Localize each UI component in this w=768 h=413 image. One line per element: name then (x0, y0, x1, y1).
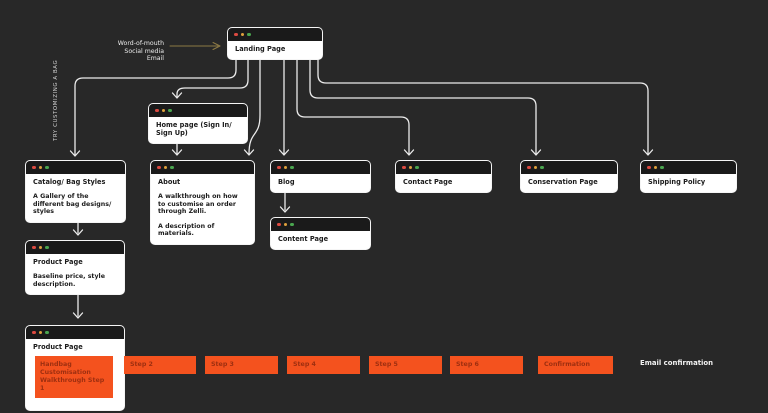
window-dot-yellow-icon (161, 108, 165, 113)
walkthrough-step-node: Step 4 (287, 356, 360, 374)
shipping-policy-card: Shipping Policy (640, 160, 737, 193)
browser-chrome-bar (26, 241, 124, 254)
window-dot-red-icon (32, 330, 36, 335)
window-dot-red-icon (527, 165, 531, 170)
browser-chrome-bar (149, 104, 247, 117)
walkthrough-step-node: Step 2 (124, 356, 196, 374)
arrow-down-icon (278, 149, 290, 156)
vertical-annotation: TRY CUSTOMIZING A BAG (53, 59, 59, 141)
window-dot-green-icon (290, 165, 294, 170)
window-dot-green-icon (45, 245, 49, 250)
card-title: Landing Page (235, 45, 286, 53)
arrow-down-icon (72, 312, 84, 319)
window-dot-green-icon (247, 32, 251, 37)
card-description: A walkthrough on how to customise an ord… (158, 193, 238, 216)
card-title: Catalog/ Bag Styles (33, 178, 106, 186)
arrow-down-icon (69, 150, 81, 157)
window-dot-green-icon (45, 165, 49, 170)
browser-chrome-bar (228, 28, 322, 41)
arrow-down-icon (279, 206, 291, 213)
home-page-card: Home page (Sign In/ Sign Up) (148, 103, 248, 144)
browser-chrome-bar (396, 161, 491, 174)
arrow-right-icon (212, 42, 221, 50)
window-dot-red-icon (277, 165, 281, 170)
window-dot-red-icon (402, 165, 406, 170)
browser-chrome-bar (521, 161, 617, 174)
window-dot-yellow-icon (38, 330, 42, 335)
traffic-source-label: Email (146, 55, 164, 63)
window-dot-yellow-icon (38, 245, 42, 250)
card-title: Home page (Sign In/ Sign Up) (156, 121, 232, 137)
browser-chrome-bar (271, 218, 370, 231)
blog-page-card: Blog (270, 160, 371, 193)
card-title: Conservation Page (528, 178, 598, 186)
walkthrough-step-1-node: Handbag Customisation Walkthrough Step 1 (35, 356, 113, 398)
window-dot-yellow-icon (240, 32, 244, 37)
about-page-card: About A walkthrough on how to customise … (150, 160, 255, 245)
window-dot-yellow-icon (38, 165, 42, 170)
window-dot-green-icon (660, 165, 664, 170)
conservation-page-card: Conservation Page (520, 160, 618, 193)
window-dot-green-icon (415, 165, 419, 170)
catalog-page-card: Catalog/ Bag Styles A Gallery of the dif… (25, 160, 126, 223)
card-description: Baseline price, style description. (33, 273, 105, 288)
card-title: Contact Page (403, 178, 453, 186)
window-dot-red-icon (277, 222, 281, 227)
window-dot-yellow-icon (653, 165, 657, 170)
landing-page-card: Landing Page (227, 27, 323, 60)
arrow-down-icon (530, 149, 542, 156)
card-title: Shipping Policy (648, 178, 706, 186)
traffic-source-label: Social media (124, 47, 164, 55)
product-customisation-card: Product Page Handbag Customisation Walkt… (25, 325, 125, 411)
card-title: Blog (278, 178, 295, 186)
window-dot-yellow-icon (163, 165, 167, 170)
window-dot-yellow-icon (408, 165, 412, 170)
email-confirmation-label: Email confirmation (640, 359, 714, 367)
window-dot-red-icon (234, 32, 238, 37)
window-dot-green-icon (168, 108, 172, 113)
arrow-down-icon (403, 149, 415, 156)
card-title: Product Page (33, 343, 83, 351)
window-dot-green-icon (170, 165, 174, 170)
traffic-sources-annotation: Word-of-mouth Social media Email (100, 40, 164, 63)
card-description: A description of materials. (158, 222, 215, 238)
window-dot-red-icon (32, 245, 36, 250)
confirmation-step-node: Confirmation (538, 356, 613, 374)
window-dot-yellow-icon (533, 165, 537, 170)
browser-chrome-bar (271, 161, 370, 174)
product-page-card: Product Page Baseline price, style descr… (25, 240, 125, 296)
arrow-down-icon (243, 149, 255, 156)
window-dot-red-icon (32, 165, 36, 170)
browser-chrome-bar (26, 161, 125, 174)
contact-page-card: Contact Page (395, 160, 492, 193)
arrow-down-icon (72, 229, 84, 236)
window-dot-yellow-icon (283, 165, 287, 170)
card-description: A Gallery of the different bag designs/ … (33, 193, 112, 216)
browser-chrome-bar (26, 326, 124, 339)
card-title: About (158, 178, 181, 186)
window-dot-green-icon (290, 222, 294, 227)
arrow-down-icon (642, 149, 654, 156)
window-dot-green-icon (45, 330, 49, 335)
browser-chrome-bar (151, 161, 254, 174)
window-dot-yellow-icon (283, 222, 287, 227)
browser-chrome-bar (641, 161, 736, 174)
card-title: Product Page (33, 258, 83, 266)
arrow-down-icon (171, 92, 183, 99)
arrow-down-icon (171, 149, 183, 156)
window-dot-red-icon (157, 165, 161, 170)
content-page-card: Content Page (270, 217, 371, 250)
traffic-source-label: Word-of-mouth (117, 40, 164, 47)
window-dot-green-icon (540, 165, 544, 170)
walkthrough-step-node: Step 5 (369, 356, 442, 374)
window-dot-red-icon (155, 108, 159, 113)
walkthrough-step-node: Step 3 (205, 356, 278, 374)
card-title: Content Page (278, 235, 329, 243)
window-dot-red-icon (647, 165, 651, 170)
walkthrough-step-node: Step 6 (450, 356, 523, 374)
